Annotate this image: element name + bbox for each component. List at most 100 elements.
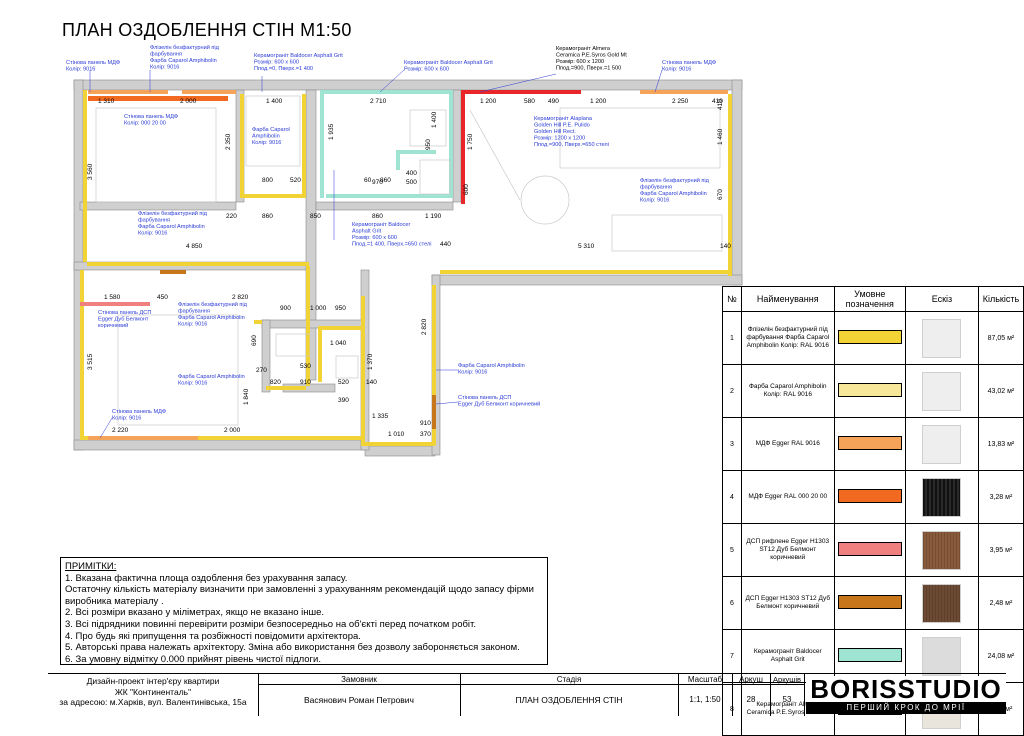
legend-name: Флізелін безфактурний під фарбування Фар… [740, 311, 835, 365]
finish-mdf-dark-orange [88, 96, 228, 101]
notes-heading: ПРИМІТКИ: [65, 561, 117, 572]
legend-swatch-cell [833, 311, 906, 365]
svg-text:950: 950 [425, 139, 432, 150]
dim: 1 400 [266, 98, 283, 105]
svg-text:2 820: 2 820 [421, 318, 428, 335]
legend-swatch [837, 330, 902, 344]
svg-text:1 335: 1 335 [372, 413, 389, 420]
svg-text:820: 820 [270, 379, 281, 386]
legend-swatch [837, 436, 902, 450]
legend-swatch-cell [833, 576, 906, 630]
brand-slogan: ПЕРШИЙ КРОК ДО МРІЇ [806, 702, 1006, 714]
dim: 1 200 [480, 98, 497, 105]
svg-text:370: 370 [420, 431, 431, 438]
svg-text:1 580: 1 580 [104, 294, 121, 301]
svg-text:2 350: 2 350 [225, 133, 232, 150]
finish-dsp-brown [160, 270, 436, 429]
svg-text:910: 910 [300, 379, 311, 386]
svg-text:530: 530 [300, 363, 311, 370]
client-label: Замовник [341, 675, 377, 684]
legend-name: ДСП рифлене Egger H1303 ST12 Дуб Белмонт… [740, 523, 835, 577]
sheets-value: 53 [782, 695, 792, 704]
scale-label: Масштаб [687, 675, 723, 684]
sheet-value: 28 [746, 695, 756, 704]
notes-line: 1. Вказана фактична площа оздоблення без… [65, 572, 348, 584]
legend-num: 4 [722, 470, 742, 524]
svg-text:970: 970 [372, 179, 383, 186]
legend-qty: 13,83 м² [977, 417, 1024, 471]
legend-swatch-cell [833, 629, 906, 683]
legend-qty: 3,28 м² [977, 470, 1024, 524]
svg-text:800: 800 [262, 177, 273, 184]
legend-num: 3 [722, 417, 742, 471]
notes-line: Остаточну кількість матеріалу визначити … [65, 584, 534, 596]
svg-text:2 820: 2 820 [232, 294, 249, 301]
svg-text:60: 60 [364, 177, 372, 184]
notes-box: ПРИМІТКИ: 1. Вказана фактична площа оздо… [60, 557, 548, 665]
dim: 2 250 [672, 98, 689, 105]
legend-name: МДФ Egger RAL 000 20 00 [740, 470, 835, 524]
legend-sketch-cell [904, 576, 979, 630]
legend-sketch [922, 424, 962, 464]
legend-sketch [922, 583, 962, 623]
finish-strip [83, 90, 87, 262]
sheets-label: Аркушів [773, 675, 801, 684]
legend-header-name: Найменування [740, 286, 835, 312]
walls [73, 79, 743, 457]
svg-text:140: 140 [720, 243, 731, 250]
svg-text:400: 400 [406, 170, 417, 177]
svg-text:900: 900 [280, 305, 291, 312]
legend-header-sketch: Ескіз [904, 286, 979, 312]
notes-line: 5. Авторські права належать архітектору.… [65, 642, 520, 654]
svg-text:410: 410 [717, 99, 724, 110]
svg-text:450: 450 [157, 294, 168, 301]
legend-num: 8 [722, 682, 742, 736]
materials-legend: № Найменування Умовне позначення Ескіз К… [722, 286, 1024, 736]
legend-sketch-cell [904, 523, 979, 577]
svg-text:1 010: 1 010 [388, 431, 405, 438]
svg-text:1 400: 1 400 [431, 111, 438, 128]
svg-text:3 515: 3 515 [87, 353, 94, 370]
sheet-label: Аркуш [739, 675, 763, 684]
legend-qty: 87,05 м² [977, 311, 1024, 365]
dim: 490 [548, 98, 559, 105]
svg-text:520: 520 [338, 379, 349, 386]
svg-text:2 220: 2 220 [112, 427, 129, 434]
svg-text:860: 860 [380, 177, 391, 184]
brand-name: BORISSTUDIO [810, 674, 1002, 704]
scale-value: 1:1, 1:50 [689, 695, 721, 704]
notes-line: 6. За умовну відмітку 0.000 прийнят ріве… [65, 653, 321, 665]
legend-header-qty: Кількість [977, 286, 1024, 312]
vertical-dimension-labels: 3 560 2 350 1 935 1 400 950 1 750 600 1 … [87, 99, 724, 405]
legend-qty: 43,02 м² [977, 364, 1024, 418]
svg-text:1 000: 1 000 [310, 305, 327, 312]
svg-text:1 190: 1 190 [425, 213, 442, 220]
svg-text:500: 500 [406, 179, 417, 186]
dim: 580 [524, 98, 535, 105]
svg-text:950: 950 [335, 305, 346, 312]
svg-text:670: 670 [717, 189, 724, 200]
svg-text:4 850: 4 850 [186, 243, 203, 250]
legend-num: 2 [722, 364, 742, 418]
svg-text:Керамограніт Baldocer Asphalt: Керамограніт Baldocer Asphalt GritРозмір… [404, 60, 493, 73]
legend-name: МДФ Egger RAL 9016 [740, 417, 835, 471]
svg-text:600: 600 [463, 184, 470, 195]
legend-header-num: № [722, 286, 742, 312]
svg-text:440: 440 [440, 241, 451, 248]
